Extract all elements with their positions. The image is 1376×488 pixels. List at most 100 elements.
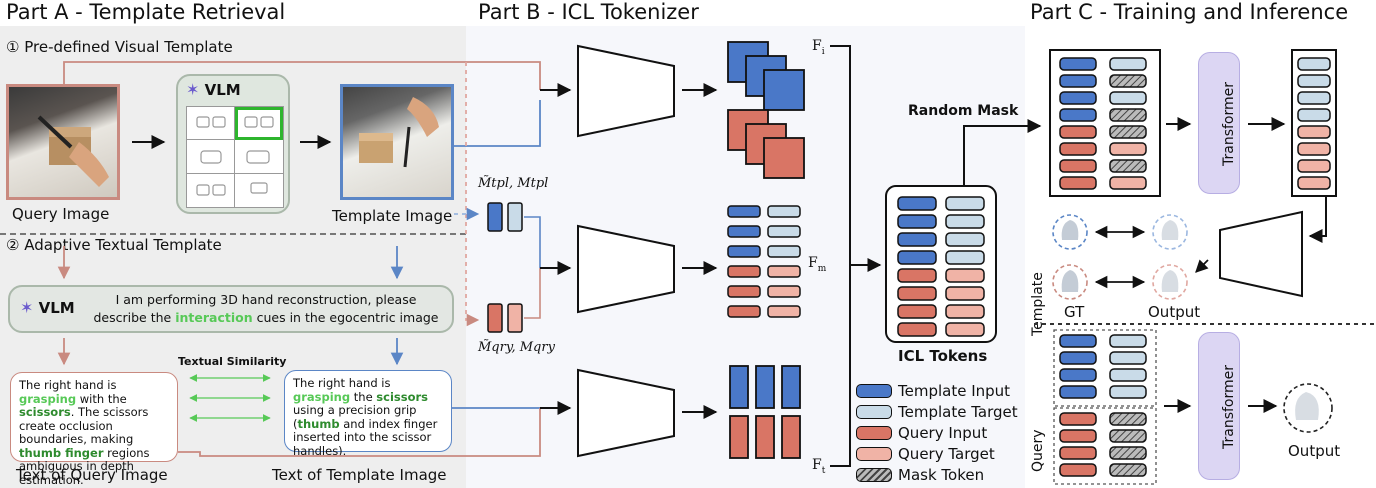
step2-label: ② Adaptive Textual Template <box>6 236 222 254</box>
qt-6: scissors create occlusion boundaries, ma… <box>19 405 149 446</box>
output-token-pill <box>1297 108 1331 122</box>
gt-query-hand <box>1061 270 1079 292</box>
text-encoder-label: Text Encoder <box>578 392 674 434</box>
legend-swatch <box>856 404 892 419</box>
transformer-infer-box: Transformer <box>1198 332 1240 480</box>
masked-token-pill <box>1109 108 1147 122</box>
textual-similarity-label: Textual Similarity <box>178 355 287 368</box>
f-t-main: F <box>812 457 822 473</box>
arrow-to-decoder <box>1308 196 1327 243</box>
vlm-logo-icon: ✶ <box>186 80 200 99</box>
masked-token-pill <box>1059 176 1097 190</box>
masked-token-pill <box>1059 74 1097 88</box>
output-token-pill <box>1297 74 1331 88</box>
tt-grasping: grasping <box>293 389 351 404</box>
part-b-title: Part B - ICL Tokenizer <box>478 0 699 24</box>
masked-token-pill <box>1109 142 1147 156</box>
template-image-content <box>359 97 439 168</box>
vlm-prompt-box <box>8 285 454 333</box>
m-tpl-label: M̃tpl, Mtpl <box>478 176 549 191</box>
part-c-title: Part C - Training and Inference <box>1030 0 1349 24</box>
inference-token-pill <box>1109 368 1147 382</box>
text-of-template-label: Text of Template Image <box>272 466 447 484</box>
mano-encoder-line1: MANO <box>604 252 648 268</box>
part-a-divider <box>0 233 466 235</box>
output-token-pill <box>1297 57 1331 71</box>
vit-encoder-line2: Encoder <box>597 87 655 103</box>
masked-token-pill <box>1059 125 1097 139</box>
legend-item: Query Input <box>856 422 1018 443</box>
query-image-content <box>37 115 109 187</box>
text-encoder-line2: Encoder <box>597 413 655 429</box>
legend-label: Query Input <box>898 423 988 442</box>
output-query-hand-icon <box>1152 264 1188 300</box>
vlm-box-title: ✶ VLM <box>186 80 241 99</box>
tt-scissors: scissors <box>376 389 429 404</box>
qt-1: The right hand is <box>19 378 117 392</box>
text-of-query-label: Text of Query Image <box>16 466 168 484</box>
masked-token-pills <box>1059 57 1147 190</box>
inference-token-pill <box>1059 446 1097 460</box>
legend-item: Query Target <box>856 443 1018 464</box>
masked-token-pill <box>1109 57 1147 71</box>
icl-tokens-label: ICL Tokens <box>898 347 988 365</box>
inference-token-pill <box>1059 429 1097 443</box>
inference-token-pill <box>1109 334 1147 348</box>
inference-token-pill <box>1109 463 1147 477</box>
masked-tokens-box <box>1049 49 1161 197</box>
prompt-line-2-pre: describe the <box>93 310 176 325</box>
template-image <box>340 84 454 200</box>
legend-item: Mask Token <box>856 464 1018 485</box>
output-token-pill <box>1297 142 1331 156</box>
output-template-hand <box>1161 220 1179 240</box>
output-token-pill <box>1297 91 1331 105</box>
qt-scissors: scissors <box>19 405 71 419</box>
mano-encoder-label: MANO Encoder <box>578 248 674 290</box>
output-token-pill <box>1297 176 1331 190</box>
template-cell-selected <box>235 107 283 140</box>
template-cell <box>187 107 235 140</box>
gt-template-hand-icon <box>1052 214 1088 250</box>
transformer-train-label: Transformer <box>1221 81 1237 167</box>
masked-token-pill <box>1059 159 1097 173</box>
visual-template-grid <box>186 106 284 208</box>
qt-3: with the <box>79 391 127 406</box>
inference-token-pill <box>1109 412 1147 426</box>
m-qry-label: M̃qry, Mqry <box>478 340 555 355</box>
gt-template-hand <box>1061 220 1079 240</box>
prompt-line-2-post: cues in the egocentric image <box>252 310 439 325</box>
output-token-pill <box>1297 159 1331 173</box>
transformer-train-box: Transformer <box>1198 52 1240 194</box>
template-image-label: Template Image <box>332 207 453 225</box>
template-cell <box>187 140 235 174</box>
output-hand-icon <box>1283 383 1333 433</box>
query-text-box: The right hand is grasping with the scis… <box>10 372 178 486</box>
vlm-label: VLM <box>38 299 75 317</box>
gt-label: GT <box>1064 303 1085 321</box>
mano-encoder-line2: Encoder <box>597 269 655 285</box>
template-cell <box>235 140 283 174</box>
masked-token-pill <box>1059 57 1097 71</box>
output-token-pills <box>1297 57 1331 190</box>
part-a-title: Part A - Template Retrieval <box>6 0 286 24</box>
query-image <box>6 84 120 200</box>
masked-token-pill <box>1109 125 1147 139</box>
output-tokens-box <box>1291 49 1337 197</box>
inference-token-pill <box>1059 368 1097 382</box>
inference-token-pill <box>1109 385 1147 399</box>
vit-encoder-line1: ViT <box>615 70 637 86</box>
masked-token-pill <box>1059 91 1097 105</box>
inference-token-pill <box>1059 412 1097 426</box>
legend-swatch <box>856 425 892 440</box>
transformer-infer-label: Transformer <box>1221 364 1237 450</box>
tt-1: The right hand is <box>293 376 391 390</box>
f-i-sub: i <box>821 46 825 57</box>
legend-label: Query Target <box>898 444 995 463</box>
vit-encoder-label: ViT Encoder <box>578 66 674 108</box>
mano-decoder-line1: MANO <box>1242 237 1286 253</box>
legend-label: Template Target <box>898 402 1018 421</box>
masked-token-pill <box>1059 108 1097 122</box>
inference-token-pill <box>1059 463 1097 477</box>
legend: Template Input Template Target Query Inp… <box>856 380 1018 485</box>
query-image-label: Query Image <box>12 205 110 223</box>
